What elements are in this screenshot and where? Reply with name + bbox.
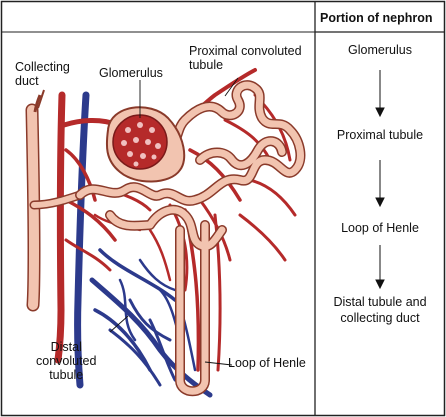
step-glomerulus: Glomerulus [348, 43, 412, 57]
label-loop-of-henle: Loop of Henle [228, 356, 306, 370]
label-collecting-duct: Collecting duct [15, 60, 70, 88]
step-loop-of-henle: Loop of Henle [341, 221, 419, 235]
step-distal-tubule-collecting-duct: Distal tubule and collecting duct [333, 295, 427, 325]
label-proximal-convoluted-tubule: Proximal convoluted tubule [189, 44, 302, 72]
tubule-fill [76, 81, 304, 395]
step-proximal-tubule: Proximal tubule [336, 128, 424, 142]
leader-lines [109, 77, 239, 366]
glomerulus-shape [105, 106, 186, 183]
panel-header: Portion of nephron [320, 11, 433, 25]
venous-network [74, 91, 213, 398]
flow-arrows [375, 70, 385, 290]
label-glomerulus: Glomerulus [99, 66, 163, 80]
label-distal-convoluted-tubule: Distal convoluted tubule [36, 340, 97, 382]
